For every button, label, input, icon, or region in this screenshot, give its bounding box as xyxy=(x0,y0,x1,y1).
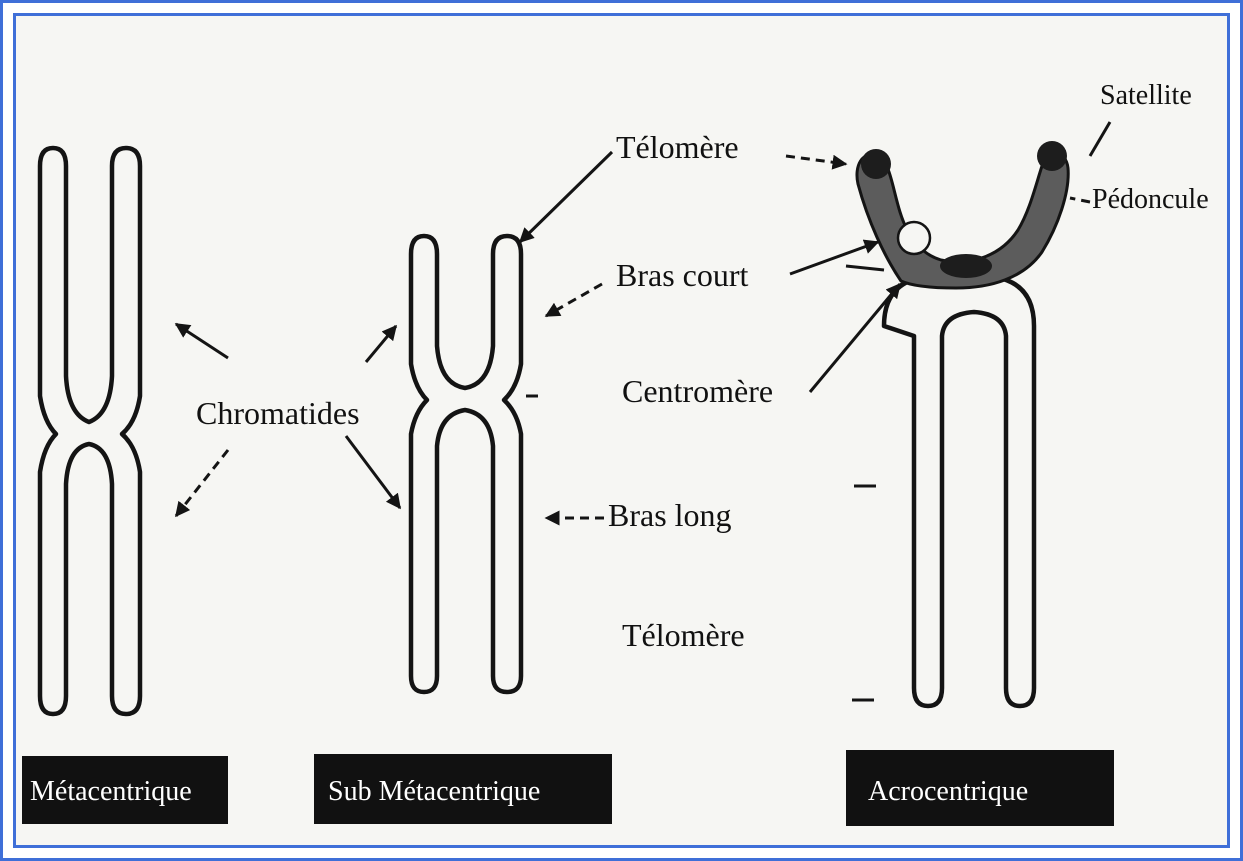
label-long-arm: Bras long xyxy=(608,497,732,533)
centromere-blob xyxy=(940,254,992,278)
arrow-telomere-acro xyxy=(786,156,846,164)
tick-acro-centromere xyxy=(846,266,884,270)
tag-metacentrique: Métacentrique xyxy=(22,756,228,824)
diagram-panel: Télomère Bras court Centromère Bras long… xyxy=(13,13,1230,848)
submetacentric-chromosome-outline xyxy=(411,236,521,692)
label-satellite: Satellite xyxy=(1100,80,1192,111)
pedicle-ring xyxy=(898,222,930,254)
tag-acrocentrique-text: Acrocentrique xyxy=(868,776,1028,807)
label-short-arm: Bras court xyxy=(616,257,749,293)
tag-sub-metacentrique-text: Sub Métacentrique xyxy=(328,776,540,807)
acrocentric-chromosome-outline xyxy=(884,276,1034,706)
chromosome-diagram: Télomère Bras court Centromère Bras long… xyxy=(16,16,1230,848)
label-telomere-top: Télomère xyxy=(616,129,739,165)
label-pedoncule: Pédoncule xyxy=(1092,184,1209,215)
tag-sub-metacentrique: Sub Métacentrique xyxy=(314,754,612,824)
arrow-telomere-sub xyxy=(520,152,612,242)
satellite-right-blob xyxy=(1037,141,1067,171)
label-chromatides: Chromatides xyxy=(196,395,360,431)
metacentric-chromosome-outline xyxy=(40,148,140,714)
arrow-chromatides-sub-upper xyxy=(366,326,396,362)
arrow-centromere-acro xyxy=(810,284,900,392)
line-pedoncule xyxy=(1070,198,1090,202)
satellite-left-blob xyxy=(861,149,891,179)
metacentric-chromosome xyxy=(40,148,140,714)
arrow-chromatides-meta-lower xyxy=(176,450,228,516)
arrow-short-arm-sub xyxy=(546,284,602,316)
label-telomere-bottom: Télomère xyxy=(622,617,745,653)
tag-acrocentrique: Acrocentrique xyxy=(846,750,1114,826)
arrow-chromatides-sub-lower xyxy=(346,436,400,508)
line-satellite xyxy=(1090,122,1110,156)
arrow-chromatides-meta-upper xyxy=(176,324,228,358)
label-centromere: Centromère xyxy=(622,373,773,409)
tag-metacentrique-text: Métacentrique xyxy=(30,776,192,807)
acrocentric-chromosome xyxy=(857,141,1068,706)
submetacentric-chromosome xyxy=(411,236,521,692)
